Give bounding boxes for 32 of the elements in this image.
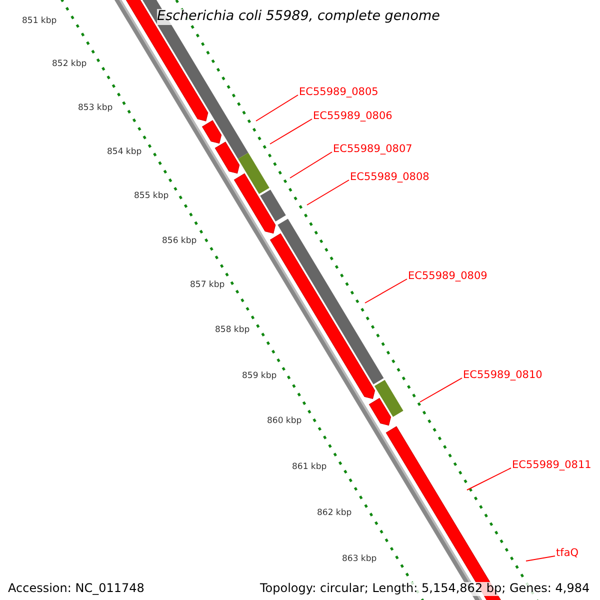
scale-label: 857 kbp	[190, 281, 225, 291]
scale-label: 854 kbp	[107, 148, 142, 158]
leader-line	[526, 556, 556, 562]
scale-label: 852 kbp	[52, 60, 87, 70]
leader-line	[364, 278, 408, 304]
scale-label: 851 kbp	[22, 17, 57, 27]
leader-line	[290, 152, 332, 178]
scale-label: 856 kbp	[162, 237, 197, 247]
gene-label: tfaQ	[556, 547, 579, 560]
scale-label: 858 kbp	[215, 326, 250, 336]
map-info-text: Accession: NC_011748	[8, 582, 144, 596]
scale-label: 863 kbp	[342, 555, 377, 565]
leader-line	[420, 378, 462, 402]
gene-label: EC55989_0808	[350, 171, 430, 184]
scale-label: 855 kbp	[134, 192, 169, 202]
gene-label: EC55989_0806	[313, 110, 392, 122]
leader-line	[466, 468, 512, 490]
map-title: Escherichia coli 55989, complete genome	[157, 9, 440, 25]
scale-label: 862 kbp	[317, 509, 352, 519]
gene-label: EC55989_0811	[512, 459, 592, 472]
gene-label: EC55989_0805	[299, 86, 378, 98]
scale-label: 859 kbp	[242, 372, 277, 382]
gene-label: EC55989_0807	[333, 143, 412, 156]
leader-line	[256, 94, 298, 122]
scale-label: 853 kbp	[78, 104, 113, 114]
gene-label: EC55989_0809	[408, 270, 488, 282]
scale-label: 860 kbp	[267, 417, 302, 427]
scale-label: 861 kbp	[292, 463, 327, 473]
map-info-text: Topology: circular; Length: 5,154,862 bp; Genes: 4,984	[260, 582, 590, 596]
gene-label: EC55989_0810	[463, 369, 542, 382]
leader-line	[270, 118, 312, 144]
leader-line	[306, 180, 350, 206]
